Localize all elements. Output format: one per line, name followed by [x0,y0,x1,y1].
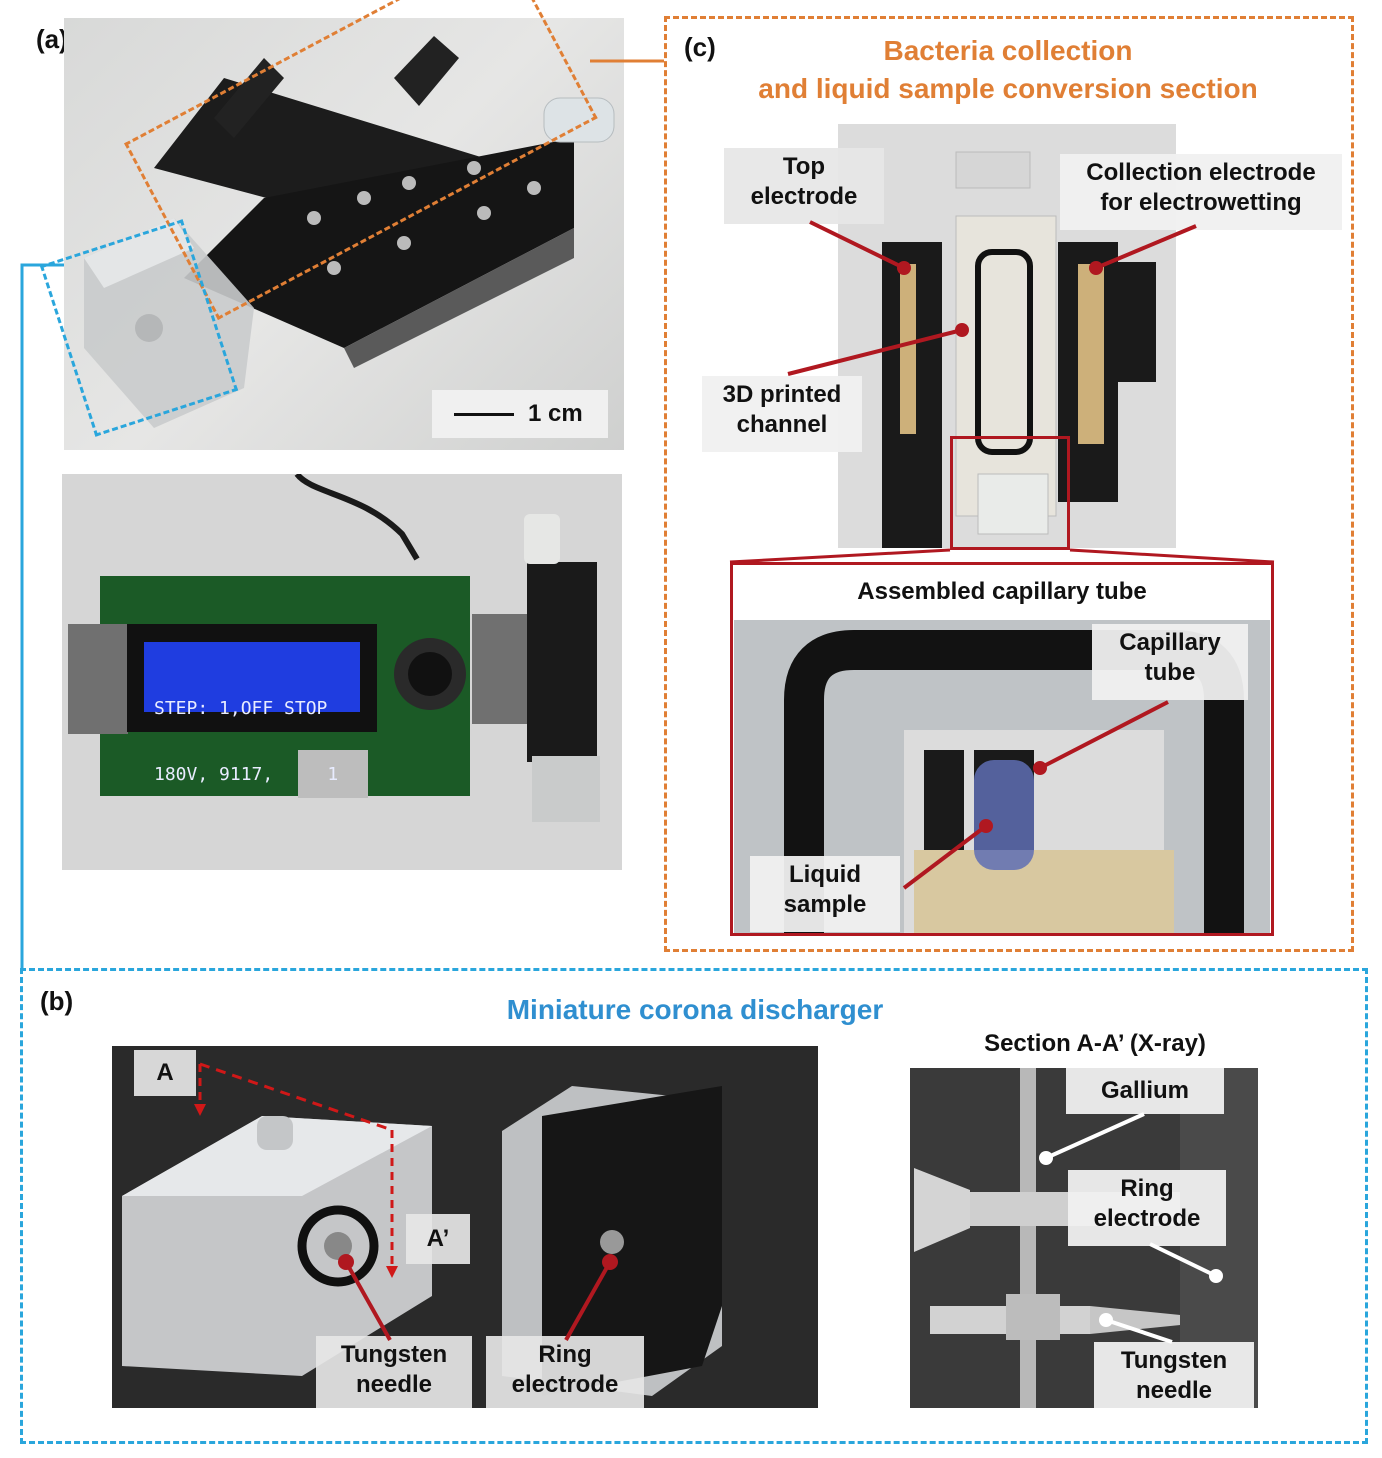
label-a: A [134,1050,196,1096]
label-a-prime: A’ [406,1214,470,1264]
lcd-line-2: 180V, 9117, 1 [154,764,339,785]
xray-tungsten-needle-line2: needle [1135,1377,1213,1404]
lcd-screen: STEP: 1,OFF STOP 180V, 9117, 1 [144,642,360,785]
inset-title: Assembled capillary tube [857,578,1147,605]
electrode-illustration [882,151,1156,548]
printed-channel-line2: channel [736,411,828,438]
scale-bar-line [454,413,514,416]
device-photo [64,18,624,450]
panel-b-frame [20,968,1368,1444]
liquid-sample-line1: Liquid [789,861,861,888]
tungsten-needle-line1: Tungsten [340,1341,448,1368]
xray-tungsten-needle-label: Tungsten needle [1094,1342,1254,1408]
top-electrode-label: Top electrode [724,148,884,224]
ring-electrode-line2: electrode [511,1371,619,1398]
gallium-label: Gallium [1066,1068,1224,1114]
xray-ring-electrode-line2: electrode [1093,1205,1201,1232]
collection-electrode-label: Collection electrode for electrowetting [1060,154,1342,230]
xray-ring-electrode-line1: Ring [1120,1175,1174,1202]
ring-electrode-line1: Ring [538,1341,592,1368]
scale-bar-label: 1 cm [528,400,583,427]
printed-channel-label: 3D printed channel [702,376,862,452]
corona-photo [112,1046,818,1408]
lcd-line-1: STEP: 1,OFF STOP [154,698,328,719]
panel-b-title: Miniature corona discharger [506,994,884,1025]
capillary-tube-label: Capillary tube [1092,624,1248,700]
panel-c-letter: (c) [684,32,716,62]
printed-channel-line1: 3D printed [722,381,842,408]
xray-ring-electrode-label: Ring electrode [1068,1170,1226,1246]
top-electrode-line1: Top [782,153,826,180]
liquid-sample-line2: sample [783,891,867,918]
controller-photo: STEP: 1,OFF STOP 180V, 9117, 1 [62,474,622,870]
panel-c-title: Bacteria collection and liquid sample co… [700,32,1316,108]
panel-c-frame [664,16,1354,952]
panel-c-title-line1: Bacteria collection [883,35,1133,66]
panel-b-letter: (b) [40,986,74,1016]
tungsten-needle-label: Tungsten needle [316,1336,472,1408]
panel-c-title-line2: and liquid sample conversion section [758,73,1258,104]
tungsten-needle-line2: needle [355,1371,433,1398]
capillary-selection-box [950,436,1070,550]
xray-tungsten-needle-line1: Tungsten [1120,1347,1228,1374]
top-electrode-line2: electrode [750,183,858,210]
collection-electrode-line1: Collection electrode [1086,159,1316,186]
ring-electrode-label: Ring electrode [486,1336,644,1408]
capillary-tube-line1: Capillary [1119,629,1221,656]
panel-a-letter: (a) [36,24,68,54]
collection-electrode-line2: for electrowetting [1100,189,1302,216]
capillary-tube-line2: tube [1144,659,1196,686]
device-illustration [84,36,615,428]
xray-title: Section A-A’ (X-ray) [984,1030,1206,1057]
liquid-sample-label: Liquid sample [750,856,900,932]
scale-bar: 1 cm [432,390,608,438]
